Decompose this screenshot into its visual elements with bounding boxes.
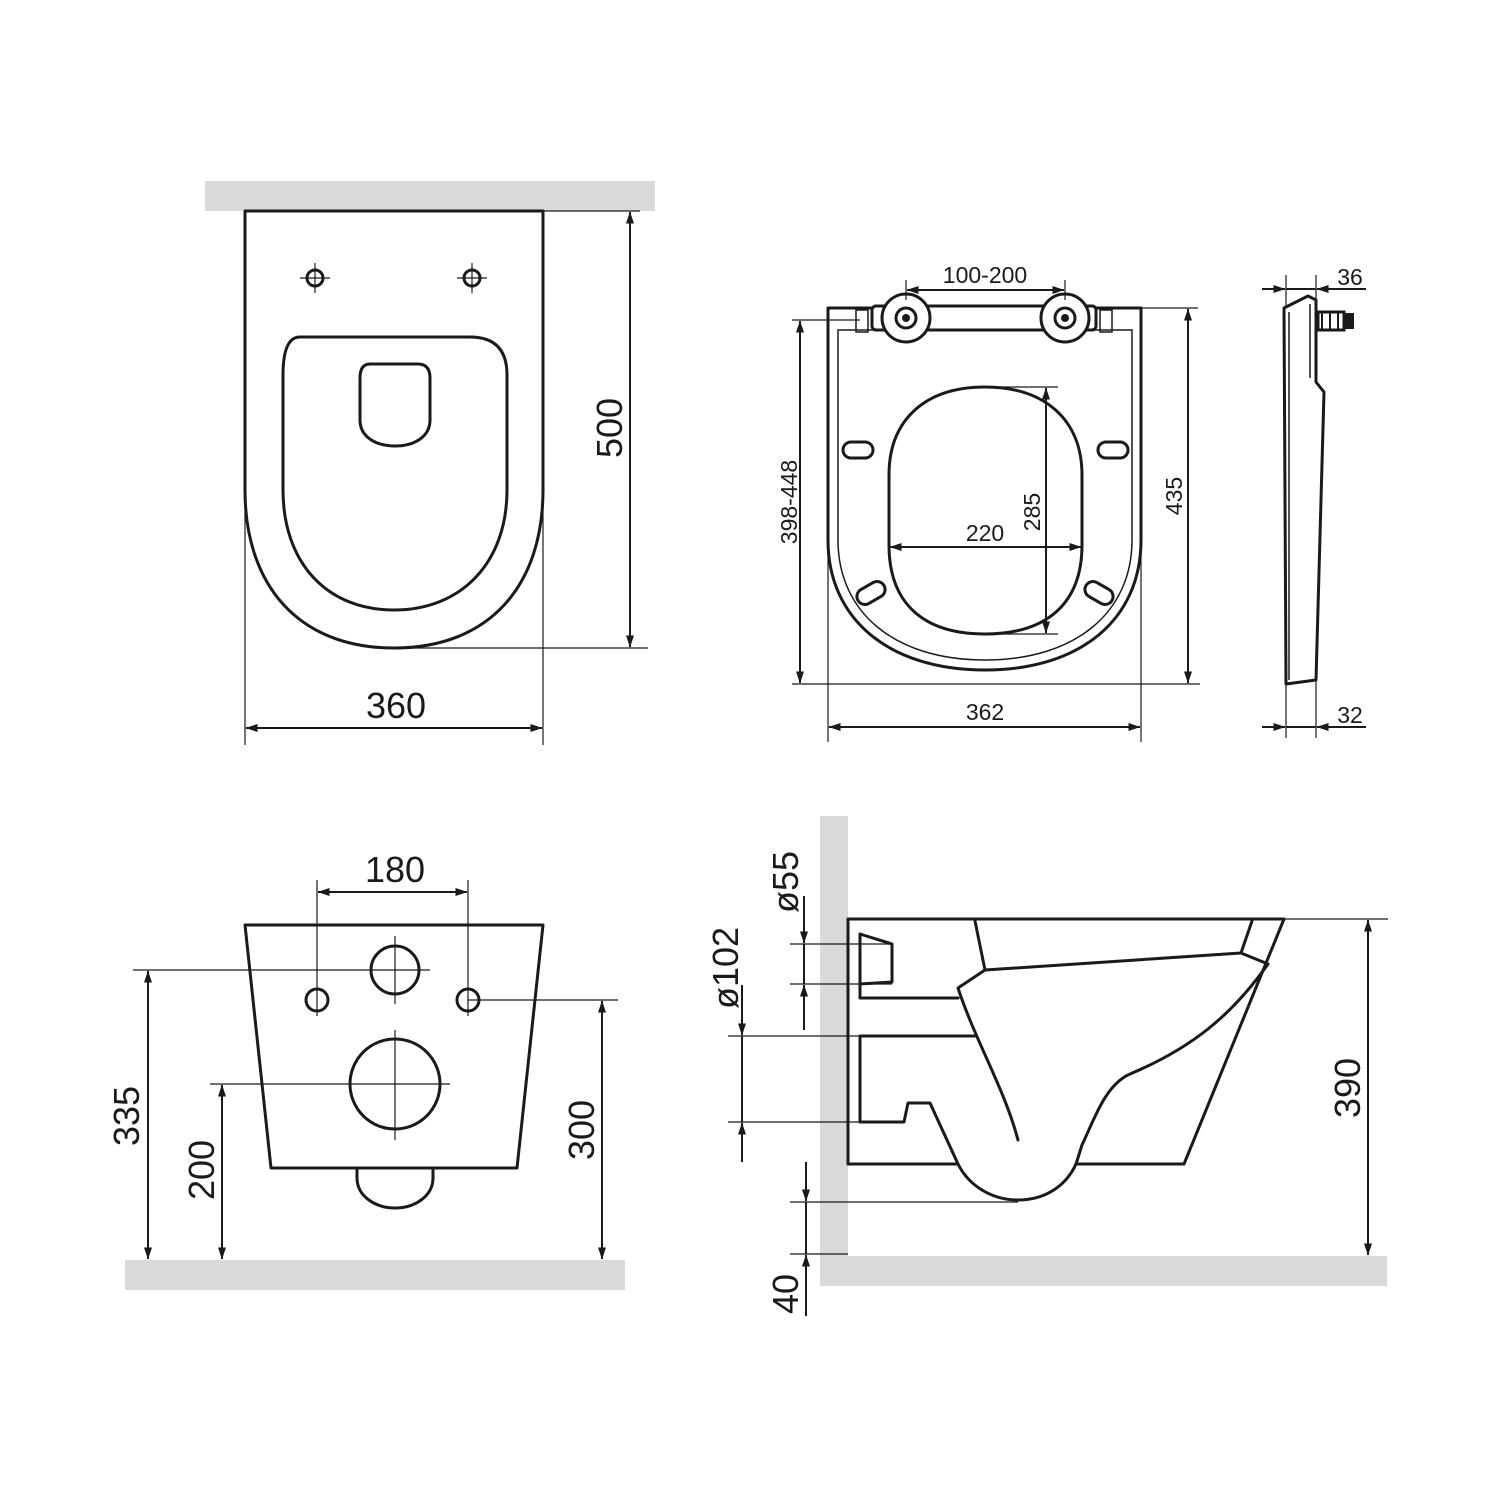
- label-opening-length: 285: [1019, 493, 1045, 531]
- trap-wall-side: [956, 968, 1020, 1142]
- fixing-hole-left: [300, 263, 330, 293]
- bowl-inner-side: [1074, 951, 1270, 1166]
- trap-bottom: [355, 1166, 435, 1210]
- label-floor-clearance: 40: [765, 1274, 806, 1314]
- label-hinge-height: 36: [1337, 264, 1363, 290]
- bowl-outline-side: [846, 917, 1286, 1202]
- hinge-bolt-icon: [1316, 310, 1354, 332]
- label-inlet-height: 335: [106, 1086, 147, 1146]
- rim-line-side: [973, 919, 1254, 972]
- side-view: ø55 ø102 40 390: [705, 816, 1388, 1316]
- wall-top-view: [205, 181, 655, 211]
- label-inlet-diameter: ø55: [765, 851, 806, 913]
- seat-outline-top: [281, 335, 509, 612]
- label-outlet-height: 200: [181, 1140, 222, 1200]
- rear-outline: [243, 923, 545, 1170]
- fixing-hole-right: [457, 263, 487, 293]
- label-outlet-diameter: ø102: [705, 927, 746, 1009]
- label-opening-width: 220: [966, 520, 1004, 546]
- label-rim-height: 390: [1327, 1058, 1368, 1118]
- label-seat-length: 398-448: [776, 460, 802, 544]
- hinge-left: [880, 292, 932, 344]
- label-lid-length: 435: [1161, 477, 1187, 515]
- seat-profile-view: 36 32: [1262, 264, 1366, 738]
- seat-bumpers: [841, 440, 1130, 606]
- hinge-right: [1039, 292, 1091, 344]
- outlet-spigot: [858, 1034, 977, 1166]
- floor-rear-view: [125, 1260, 625, 1290]
- label-bolt-spacing: 180: [365, 849, 425, 890]
- label-bolt-height: 300: [561, 1100, 602, 1160]
- seat-inner-edge: [837, 329, 1133, 661]
- outlet-hole: [348, 1030, 442, 1140]
- label-depth-top: 500: [589, 398, 630, 458]
- water-opening-top: [358, 362, 432, 448]
- top-view: 360 500: [205, 181, 655, 745]
- bowl-outline-top: [243, 209, 545, 650]
- label-seat-width: 362: [966, 699, 1004, 725]
- seat-opening: [887, 385, 1084, 636]
- label-hinge-spacing: 100-200: [943, 262, 1027, 288]
- seat-view: 100-200 398-448 435 285 220 362: [776, 262, 1200, 742]
- inlet-spigot: [858, 932, 960, 1000]
- label-width-top: 360: [366, 685, 426, 726]
- seat-outline: [826, 306, 1143, 672]
- label-seat-thickness: 32: [1337, 702, 1363, 728]
- rear-view: 180 335 200 300: [106, 849, 625, 1290]
- floor-side-view: [820, 1256, 1387, 1286]
- seat-profile-outline: [1282, 294, 1326, 686]
